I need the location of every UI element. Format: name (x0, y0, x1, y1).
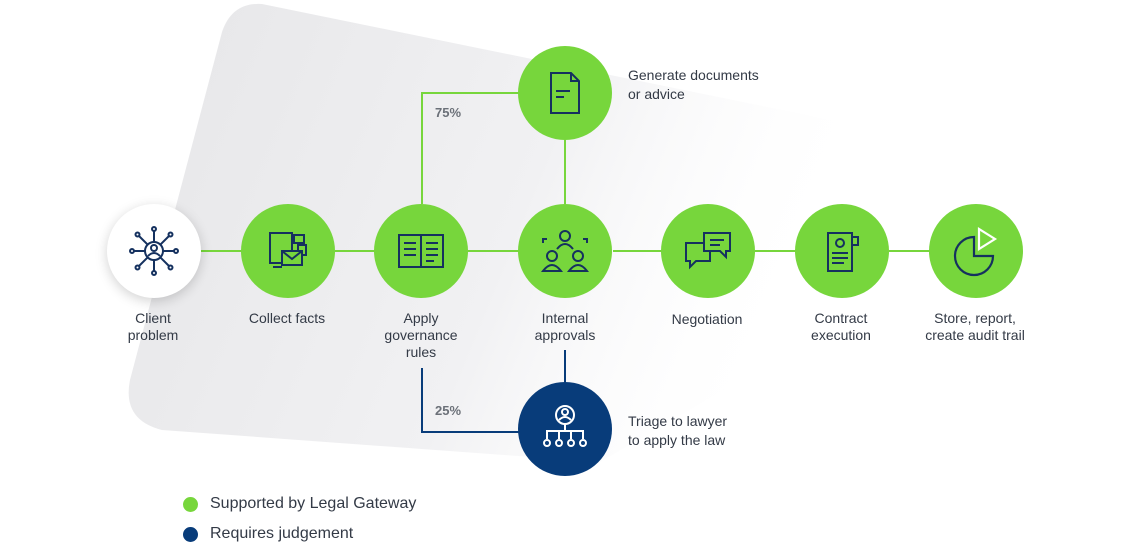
node-store-report (929, 204, 1023, 298)
chat-bubbles-icon (685, 232, 731, 270)
legend-label-supported: Supported by Legal Gateway (210, 495, 417, 512)
open-book-icon (398, 234, 444, 268)
label-client-problem: Client problem (127, 310, 179, 343)
legend-label-judgement: Requires judgement (210, 525, 354, 542)
node-triage (518, 382, 612, 476)
node-contract-execution (795, 204, 889, 298)
node-generate-documents (518, 46, 612, 140)
label-store-report: Store, report, create audit trail (925, 310, 1025, 343)
background-shape (128, 3, 880, 462)
label-collect-facts: Collect facts (248, 310, 326, 326)
label-triage: Triage to lawyer to apply the law (628, 413, 728, 448)
label-generate-documents: Generate documents or advice (628, 67, 759, 102)
label-internal-approvals: Internal approvals (534, 310, 596, 343)
legend-supported: Supported by Legal Gateway (183, 495, 416, 513)
legend-dot-green (183, 496, 198, 512)
node-internal-approvals (518, 204, 612, 298)
network-user-icon (129, 226, 179, 276)
documents-mail-icon (269, 232, 307, 268)
pie-chart-icon (953, 227, 998, 277)
connector-apply-triage (421, 368, 520, 433)
label-apply-governance-rules: Apply governance rules (384, 310, 458, 360)
contract-icon (827, 232, 859, 272)
node-collect-facts (241, 204, 335, 298)
percent-upper: 75% (435, 105, 462, 120)
navy-connectors (421, 350, 566, 433)
node-apply-governance-rules (374, 204, 468, 298)
node-negotiation (661, 204, 755, 298)
connector-apply-generate (421, 92, 520, 204)
label-negotiation: Negotiation (671, 311, 743, 327)
team-icon (540, 230, 590, 272)
node-client-problem (107, 204, 201, 298)
percent-lower: 25% (435, 403, 462, 418)
document-icon (550, 72, 580, 114)
legend-judgement: Requires judgement (183, 525, 353, 543)
green-connectors (200, 92, 931, 252)
label-contract-execution: Contract execution (811, 310, 871, 343)
legend-dot-navy (183, 526, 198, 542)
hierarchy-icon (543, 405, 587, 447)
